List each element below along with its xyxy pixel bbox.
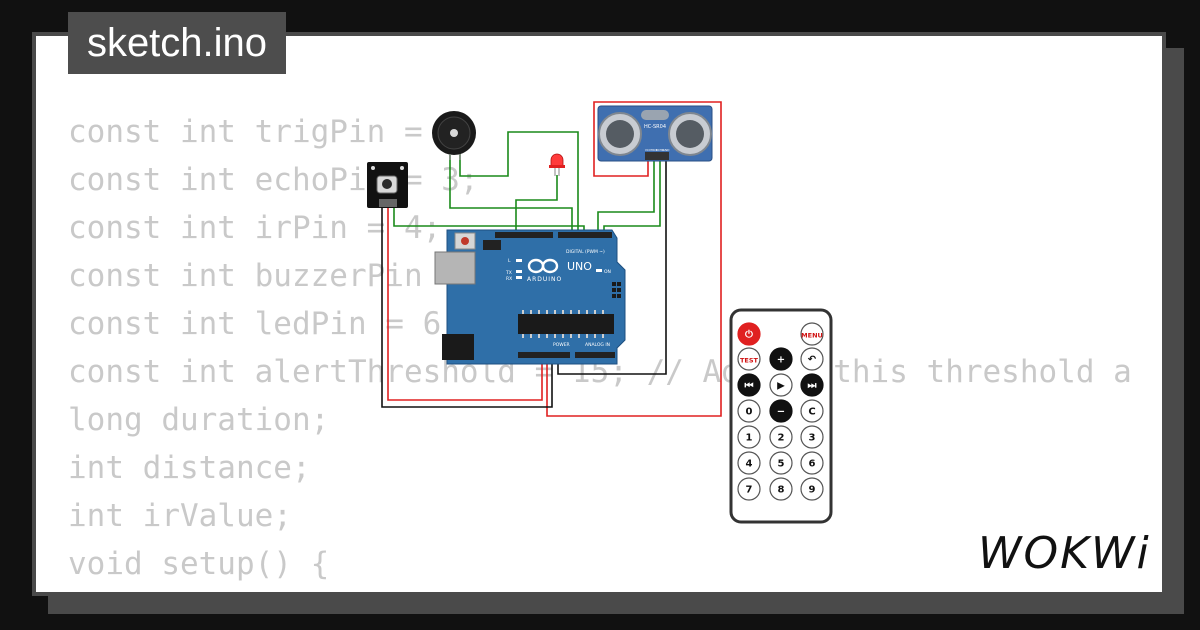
arduino-analog-label: ANALOG IN: [585, 342, 610, 348]
sensor-pin-vcc: VCC: [645, 148, 651, 152]
arduino-model: UNO: [567, 260, 592, 273]
sensor-pin-gnd: GND: [663, 148, 671, 152]
sensor-label: HC-SR04: [644, 124, 666, 130]
wire-green-echo: [603, 160, 661, 234]
arduino-label-l: L: [508, 258, 511, 264]
wire-red-sensor-vcc: [546, 101, 722, 417]
remote-button-label: 8: [778, 485, 785, 496]
remote-button-2[interactable]: 2: [769, 425, 793, 449]
remote-button-label: −: [777, 407, 785, 418]
remote-button-label: 7: [746, 485, 753, 496]
remote-button-label: ↶: [808, 355, 817, 366]
remote-button-1[interactable]: 1: [737, 425, 761, 449]
remote-buttons: ⏻ MENU TEST + ↶ ⏮ ▶ ⏭ 0 − C 1 2 3 4 5 6 7 8 9: [737, 322, 824, 501]
code-line-8: int distance;: [68, 450, 311, 486]
sensor-pin-trig: TRIG: [649, 148, 658, 152]
remote-button-test[interactable]: TEST: [737, 347, 761, 371]
wire-black-sensor-gnd: [557, 160, 667, 375]
remote-button-minus[interactable]: −: [769, 399, 793, 423]
led[interactable]: [549, 153, 565, 176]
remote-button-label: ⏭: [808, 381, 817, 392]
arduino-brand: ARDUINO: [527, 276, 562, 283]
arduino-uno[interactable]: UNO ARDUINO DIGITAL (PWM ~) POWER ANALOG…: [434, 229, 626, 365]
remote-button-label: ⏮: [745, 381, 754, 392]
arduino-power-label: POWER: [553, 342, 570, 348]
wire-green-buzzer: [459, 131, 579, 234]
arduino-digital-label: DIGITAL (PWM ~): [566, 249, 605, 255]
code-line-10: void setup() {: [68, 546, 330, 582]
wire-green-buzzer-2: [449, 152, 573, 234]
remote-button-label: C: [808, 407, 815, 418]
remote-button-label: ⏻: [745, 329, 753, 341]
arduino-on-label: ON: [604, 269, 611, 275]
remote-button-label: 0: [746, 407, 753, 418]
remote-button-menu[interactable]: MENU: [800, 322, 824, 346]
remote-button-label: 2: [778, 433, 785, 444]
remote-button-4[interactable]: 4: [737, 451, 761, 475]
remote-button-label: MENU: [801, 332, 823, 340]
remote-button-c[interactable]: C: [800, 399, 824, 423]
code-line-9: int irValue;: [68, 498, 292, 534]
arduino-label-tx: TX: [505, 270, 512, 276]
remote-button-label: +: [777, 355, 785, 366]
remote-button-5[interactable]: 5: [769, 451, 793, 475]
remote-button-prev[interactable]: ⏮: [737, 373, 761, 397]
remote-button-label: 5: [778, 459, 785, 470]
wokwi-logo: WOKWi: [978, 528, 1151, 579]
remote-button-label: 4: [746, 459, 753, 470]
remote-button-label: 9: [809, 485, 816, 496]
ir-receiver[interactable]: [367, 162, 408, 208]
code-line-7: long duration;: [68, 402, 330, 438]
sketch-title: sketch.ino: [68, 12, 286, 74]
remote-button-label: ▶: [777, 381, 785, 392]
code-line-3: const int irPin = 4;: [68, 210, 442, 246]
wire-red-ir-vcc: [387, 208, 543, 401]
remote-button-plus[interactable]: +: [769, 347, 793, 371]
remote-button-3[interactable]: 3: [800, 425, 824, 449]
buzzer[interactable]: [432, 111, 476, 160]
code-line-2: const int echoPin = 3;: [68, 162, 479, 198]
remote-button-power[interactable]: ⏻: [737, 322, 761, 346]
remote-button-back[interactable]: ↶: [800, 347, 824, 371]
code-line-5: const int ledPin = 6;: [68, 306, 460, 342]
sensor-pin-echo: ECHO: [656, 148, 665, 152]
remote-button-play[interactable]: ▶: [769, 373, 793, 397]
wire-green-led: [515, 175, 558, 234]
arduino-label-rx: RX: [506, 276, 512, 282]
remote-button-label: TEST: [740, 357, 759, 365]
remote-button-label: 3: [809, 433, 816, 444]
wire-green-trig: [597, 160, 655, 234]
remote-button-9[interactable]: 9: [800, 477, 824, 501]
remote-button-8[interactable]: 8: [769, 477, 793, 501]
remote-button-6[interactable]: 6: [800, 451, 824, 475]
remote-button-next[interactable]: ⏭: [800, 373, 824, 397]
code-line-1: const int trigPin = 2;: [68, 114, 479, 150]
ultrasonic-sensor[interactable]: HC-SR04 VCC TRIG ECHO GND: [597, 105, 713, 162]
remote-button-label: 6: [809, 459, 816, 470]
remote-button-0[interactable]: 0: [737, 399, 761, 423]
wire-black-ir-gnd: [381, 208, 553, 408]
remote-button-7[interactable]: 7: [737, 477, 761, 501]
remote-button-label: 1: [746, 433, 753, 444]
ir-remote[interactable]: ⏻ MENU TEST + ↶ ⏮ ▶ ⏭ 0 − C 1 2 3 4 5 6 7 8 9: [729, 308, 833, 524]
